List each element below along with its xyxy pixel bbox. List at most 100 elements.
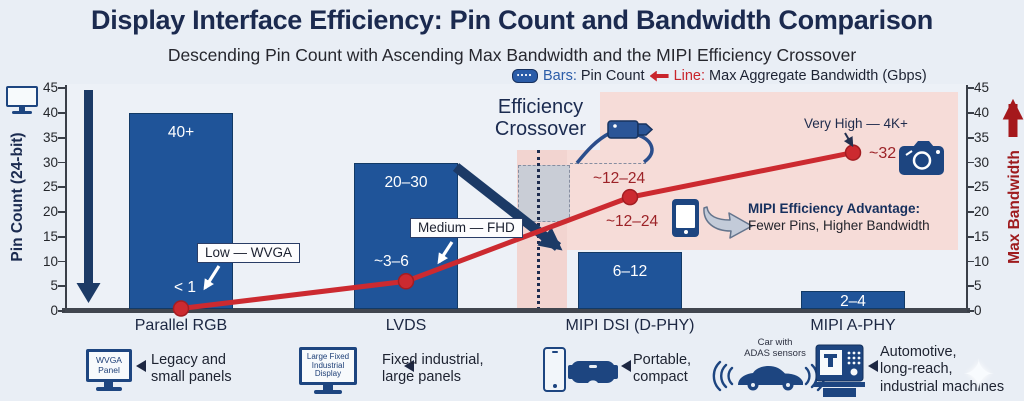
tick-mark [58, 161, 65, 164]
mipi-advantage-zone [567, 150, 958, 250]
tick-label: 5 [974, 278, 982, 294]
bar-value-label: 2–4 [840, 293, 866, 311]
legend-bars-entry: Bars: Pin Count [543, 68, 645, 84]
mipi-advantage-zone [600, 92, 958, 150]
tick-label: 0 [974, 303, 982, 318]
vr-headset-icon [568, 361, 618, 383]
smartphone-outline-icon [543, 347, 566, 392]
point-label-mipi-dsi-alt: ~12–24 [606, 213, 659, 230]
crossover-dashed-leader [570, 163, 646, 164]
right-axis-title: Max Bandwidth [1006, 150, 1023, 264]
tick-mark [58, 285, 65, 288]
legend: Bars: Pin Count Line: Max Aggregate Band… [512, 68, 927, 84]
caption-lvds: Fixed industrial, large panels [382, 352, 484, 386]
x-label-parallel-rgb: Parallel RGB [134, 317, 228, 334]
tick-label: 15 [42, 228, 58, 244]
x-label-mipi-a-phy: MIPI A-PHY [810, 317, 896, 334]
point-label-mipi-dsi: ~12–24 [593, 170, 646, 187]
car-adas-icon [712, 360, 826, 392]
industrial-display-icon [314, 390, 342, 394]
industrial-display-icon [323, 385, 333, 390]
tick-label: 40 [974, 105, 990, 120]
tick-label: 45 [42, 80, 58, 96]
point-label-parallel-rgb: < 1 [174, 279, 196, 296]
x-label-lvds: LVDS [385, 317, 427, 334]
tick-mark [58, 186, 65, 189]
monitor-icon [19, 107, 25, 111]
wvga-panel-icon [96, 387, 122, 391]
tick-mark [967, 161, 974, 164]
tick-label: 25 [42, 179, 58, 195]
tick-label: 40 [42, 105, 58, 120]
legend-line-entry: Line: Max Aggregate Bandwidth (Gbps) [673, 68, 927, 84]
tick-mark [58, 211, 65, 213]
wvga-panel-icon [104, 382, 113, 387]
page-title: Display Interface Efficiency: Pin Count … [91, 5, 933, 35]
bar-mipi-a-phy: 2–4 [801, 291, 905, 311]
bar-value-label: 20–30 [384, 173, 428, 191]
pointer-triangle-icon [621, 360, 631, 372]
tick-mark [58, 112, 65, 114]
tick-label: 25 [974, 179, 990, 195]
industrial-display-icon: Large Fixed Industrial Display [299, 347, 357, 385]
pointer-triangle-icon [136, 360, 146, 372]
monitor-icon [12, 111, 32, 114]
tick-mark [967, 186, 974, 189]
tick-label: 35 [42, 129, 58, 145]
very-high-4k-label: Very High — 4K+ [804, 116, 908, 131]
point-label-mipi-a-phy: ~32 [869, 145, 897, 162]
tick-mark [967, 260, 974, 263]
tick-label: 30 [42, 154, 58, 170]
left-axis-title: Pin Count (24-bit) [9, 132, 26, 262]
bar-mipi-dsi: 6–12 [578, 251, 682, 309]
tick-mark [967, 136, 974, 139]
tick-label: 45 [974, 80, 990, 96]
caption-mipi-a-phy: Automotive, long-reach, industrial machi… [880, 344, 1005, 395]
wvga-panel-icon: WVGA Panel [86, 349, 132, 382]
page-subtitle: Descending Pin Count with Ascending Max … [167, 45, 857, 65]
tick-label: 30 [974, 154, 990, 170]
right-axis-line [966, 85, 968, 311]
tick-mark [58, 310, 65, 312]
connector-icon [512, 69, 538, 83]
tick-label: 35 [974, 129, 990, 145]
tick-mark [967, 87, 974, 90]
low-wvga-callout: Low — WVGA [197, 243, 301, 263]
mipi-advantage-note: MIPI Efficiency Advantage: Fewer Pins, H… [748, 201, 930, 233]
tick-label: 15 [974, 228, 990, 244]
x-label-mipi-dsi: MIPI DSI (D-PHY) [565, 317, 695, 334]
tick-mark [967, 235, 974, 238]
tick-label: 0 [50, 303, 58, 318]
tick-label: 10 [974, 253, 990, 269]
monitor-icon [6, 86, 38, 107]
pointer-triangle-icon [868, 360, 878, 372]
tick-mark [58, 87, 65, 90]
medium-fhd-callout: Medium — FHD [410, 218, 523, 238]
left-axis-line [65, 85, 67, 311]
bar-value-label: 40+ [167, 124, 195, 141]
caption-parallel-rgb: Legacy and small panels [151, 352, 232, 386]
tick-label: 10 [42, 253, 58, 269]
sparkle-decoration: ✦ [962, 353, 996, 397]
tick-mark [58, 235, 65, 238]
caption-mipi-dsi: Portable, compact [633, 352, 692, 386]
tick-mark [967, 285, 974, 288]
industrial-machine-icon [814, 344, 865, 397]
tick-mark [967, 211, 974, 213]
crossover-dotted-line [537, 150, 540, 310]
tick-mark [967, 310, 974, 312]
line-marker-icon [649, 70, 669, 82]
tick-label: 5 [50, 278, 58, 294]
pointer-triangle-icon [404, 360, 414, 372]
point-label-lvds: ~3–6 [374, 253, 409, 270]
crossover-dashed-box [518, 165, 570, 222]
bar-value-label: 6–12 [612, 262, 648, 280]
tick-mark [58, 136, 65, 139]
tick-label: 20 [42, 204, 58, 219]
car-adas-label: Car with ADAS sensors [744, 337, 806, 359]
smartphone-icon [672, 199, 699, 237]
tick-label: 20 [974, 204, 990, 219]
tick-mark [58, 260, 65, 263]
tick-mark [967, 112, 974, 114]
efficiency-crossover-label: Efficiency Crossover [494, 96, 587, 141]
